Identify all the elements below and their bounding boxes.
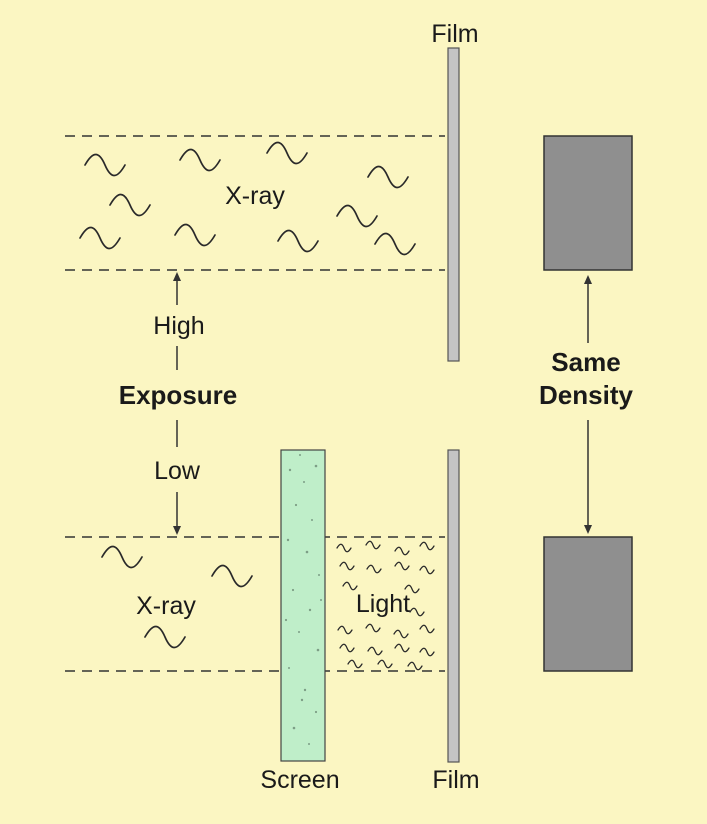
screen-label: Screen — [260, 766, 339, 794]
light-wave — [339, 643, 355, 653]
intensifying-screen — [280, 449, 326, 762]
light-wave — [393, 629, 409, 639]
xray-wave — [84, 153, 126, 177]
light-wave — [419, 565, 435, 575]
light-wave — [377, 659, 393, 669]
xray-label-bottom: X-ray — [136, 592, 196, 620]
light-label: Light — [356, 590, 410, 618]
light-wave — [365, 540, 381, 550]
light-wave — [367, 646, 383, 656]
xray-wave — [179, 148, 221, 172]
film-strip-bottom — [447, 449, 460, 763]
light-wave — [409, 607, 425, 617]
light-wave — [419, 624, 435, 634]
xray-wave — [367, 165, 409, 189]
xray-wave — [336, 204, 378, 228]
xray-wave — [211, 564, 253, 588]
density-label: Density — [539, 380, 633, 410]
density-block-top — [543, 135, 633, 271]
xray-waves-top — [79, 141, 416, 256]
light-wave — [342, 581, 358, 591]
xray-wave — [101, 545, 143, 569]
light-wave — [347, 659, 363, 669]
light-wave — [339, 561, 355, 571]
xray-label-top: X-ray — [225, 182, 285, 210]
xray-wave — [79, 226, 121, 250]
light-wave — [419, 647, 435, 657]
exposure-label: Exposure — [119, 380, 238, 410]
light-waves — [336, 540, 435, 671]
density-block-bottom — [543, 536, 633, 672]
light-wave — [336, 543, 352, 553]
light-wave — [337, 625, 353, 635]
light-wave — [419, 541, 435, 551]
xray-wave — [109, 193, 151, 217]
same-label: Same — [551, 347, 620, 377]
xray-wave — [266, 141, 308, 165]
light-wave — [366, 564, 382, 574]
light-wave — [394, 546, 410, 556]
film-label-top: Film — [431, 20, 478, 48]
film-label-bottom: Film — [432, 766, 479, 794]
xray-wave — [374, 232, 416, 256]
light-wave — [404, 584, 420, 594]
xray-waves-bottom — [101, 545, 253, 649]
light-wave — [407, 661, 423, 671]
light-wave — [394, 561, 410, 571]
light-wave — [365, 623, 381, 633]
xray-wave — [144, 625, 186, 649]
xray-wave — [174, 223, 216, 247]
high-label: High — [153, 312, 204, 340]
light-wave — [394, 643, 410, 653]
xray-wave — [277, 229, 319, 253]
film-strip-top — [447, 47, 460, 362]
screen-phosphor-texture — [284, 454, 322, 745]
low-label: Low — [154, 457, 201, 485]
